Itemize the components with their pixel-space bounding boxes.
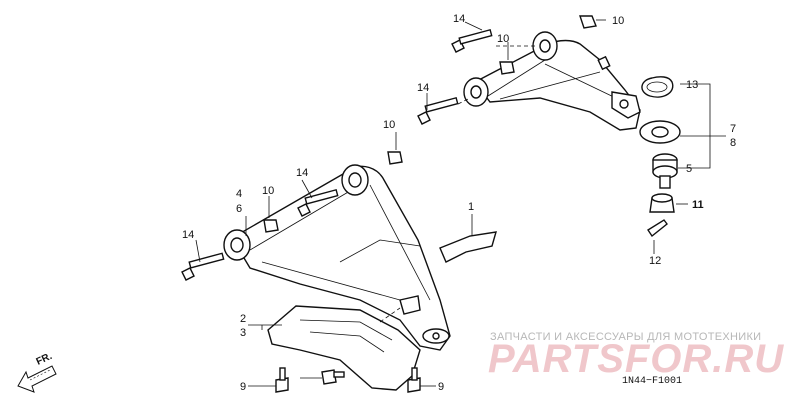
bolt-upper-front (451, 28, 493, 53)
callout-9: 9 (240, 381, 246, 393)
front-direction-indicator: FR. (17, 351, 57, 393)
callout-14: 14 (296, 167, 308, 179)
direction-label: FR. (35, 351, 54, 368)
bolt-lower-front (181, 252, 225, 281)
callout-10: 10 (612, 15, 624, 27)
bracket (439, 231, 497, 263)
cotter-pin (647, 219, 668, 238)
leader-lines (195, 19, 726, 387)
callout-10: 10 (383, 119, 395, 131)
callout-10: 10 (262, 185, 274, 197)
callout-3: 3 (240, 327, 246, 339)
callout-11: 11 (692, 199, 704, 211)
castle-nut (649, 193, 675, 213)
skid-plate (267, 305, 421, 391)
callout-13: 13 (686, 79, 698, 91)
lower-arm (223, 164, 451, 351)
callout-2: 2 (240, 313, 246, 325)
bolt-upper-rear (417, 96, 459, 125)
callout-14: 14 (182, 229, 194, 241)
callout-1: 1 (468, 201, 474, 213)
callout-4: 4 (236, 188, 242, 200)
callout-5: 5 (686, 163, 692, 175)
bolt-skid-c (407, 367, 421, 393)
nut-lower-b (263, 219, 279, 233)
diagram-code: 1N44−F1001 (622, 376, 682, 387)
nut-lower-a (387, 151, 403, 165)
callout-7: 7 (730, 123, 736, 135)
callout-14: 14 (417, 82, 429, 94)
callout-10: 10 (497, 33, 509, 45)
callout-6: 6 (236, 203, 242, 215)
bolt-skid-b (321, 369, 345, 385)
nut-upper-a (579, 15, 597, 29)
watermark-caption: ЗАПЧАСТИ И АКСЕССУАРЫ ДЛЯ МОТОТЕХНИКИ (490, 331, 761, 343)
upper-arm (463, 31, 681, 144)
nut-upper-b (499, 61, 515, 75)
ball-joint (652, 153, 678, 189)
callout-12: 12 (649, 255, 661, 267)
callout-14: 14 (453, 13, 465, 25)
arrow-icon (17, 365, 57, 393)
bolt-skid-a (275, 367, 289, 393)
callout-8: 8 (730, 137, 736, 149)
bolt-lower-rear (297, 188, 339, 217)
watermark-brand: PARTSFOR.RU (488, 337, 784, 381)
callout-9: 9 (438, 381, 444, 393)
